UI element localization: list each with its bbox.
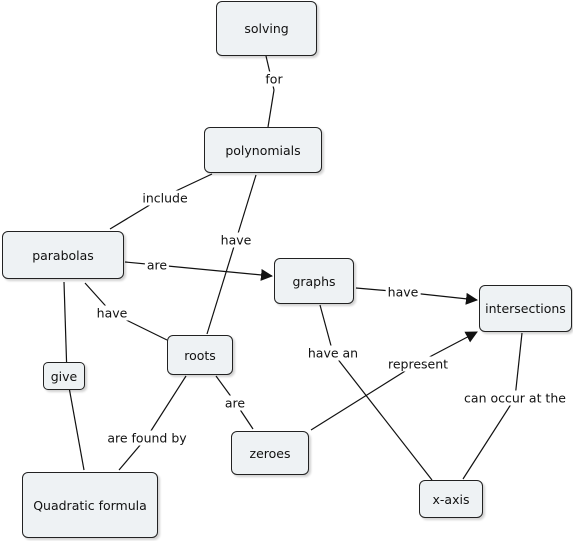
concept-graphs[interactable]: graphs	[274, 258, 354, 304]
concept-label: Quadratic formula	[33, 497, 147, 513]
link-label-include: include	[140, 190, 190, 206]
link-label-are: are	[144, 257, 170, 273]
concept-label: parabolas	[32, 247, 94, 263]
concept-parabolas[interactable]: parabolas	[2, 231, 124, 279]
concept-give[interactable]: give	[43, 362, 85, 390]
edge-for-polynomials	[267, 89, 275, 128]
concept-label: give	[50, 368, 78, 384]
concept-label: intersections	[485, 301, 566, 316]
concept-roots[interactable]: roots	[167, 335, 233, 375]
link-label-for: for	[263, 71, 285, 87]
concept-x-axis[interactable]: x-axis	[419, 480, 483, 518]
edge-parabolas-give	[63, 281, 68, 377]
concept-solving[interactable]: solving	[216, 1, 317, 56]
edge-zeroes-represent	[310, 362, 419, 431]
edge-intersections-can-occur	[514, 332, 523, 399]
edge-have-an-xaxis	[332, 352, 433, 481]
concept-label: zeroes	[249, 445, 291, 461]
edge-have-roots	[206, 239, 237, 335]
link-label-have: have	[218, 232, 254, 248]
edge-are-graphs	[156, 264, 273, 281]
concept-label: graphs	[292, 273, 336, 289]
link-label-have: have	[94, 305, 130, 321]
concept-label: solving	[244, 21, 289, 36]
edge-can-occur-xaxis	[462, 397, 516, 480]
link-label-have: have	[385, 284, 421, 300]
concept-intersections[interactable]: intersections	[479, 285, 572, 332]
edge-give-quadratic	[66, 375, 85, 471]
concept-zeroes[interactable]: zeroes	[231, 431, 309, 475]
edge-polynomials-have	[235, 174, 257, 241]
edge-graphs-have-an	[319, 304, 334, 354]
edge-roots-are-found-by	[146, 375, 187, 438]
concept-quadratic-formula[interactable]: Quadratic formula	[22, 472, 158, 538]
concept-label: polynomials	[225, 142, 301, 158]
concept-label: roots	[184, 347, 216, 363]
link-label-represent: represent	[385, 356, 451, 372]
concept-label: x-axis	[432, 491, 470, 507]
link-label-are: are	[222, 395, 248, 411]
concept-polynomials[interactable]: polynomials	[204, 127, 322, 173]
link-label-have-an: have an	[305, 345, 361, 361]
link-label-can-occur-at-the: can occur at the	[462, 390, 568, 406]
link-label-are-found-by: are found by	[105, 430, 189, 446]
